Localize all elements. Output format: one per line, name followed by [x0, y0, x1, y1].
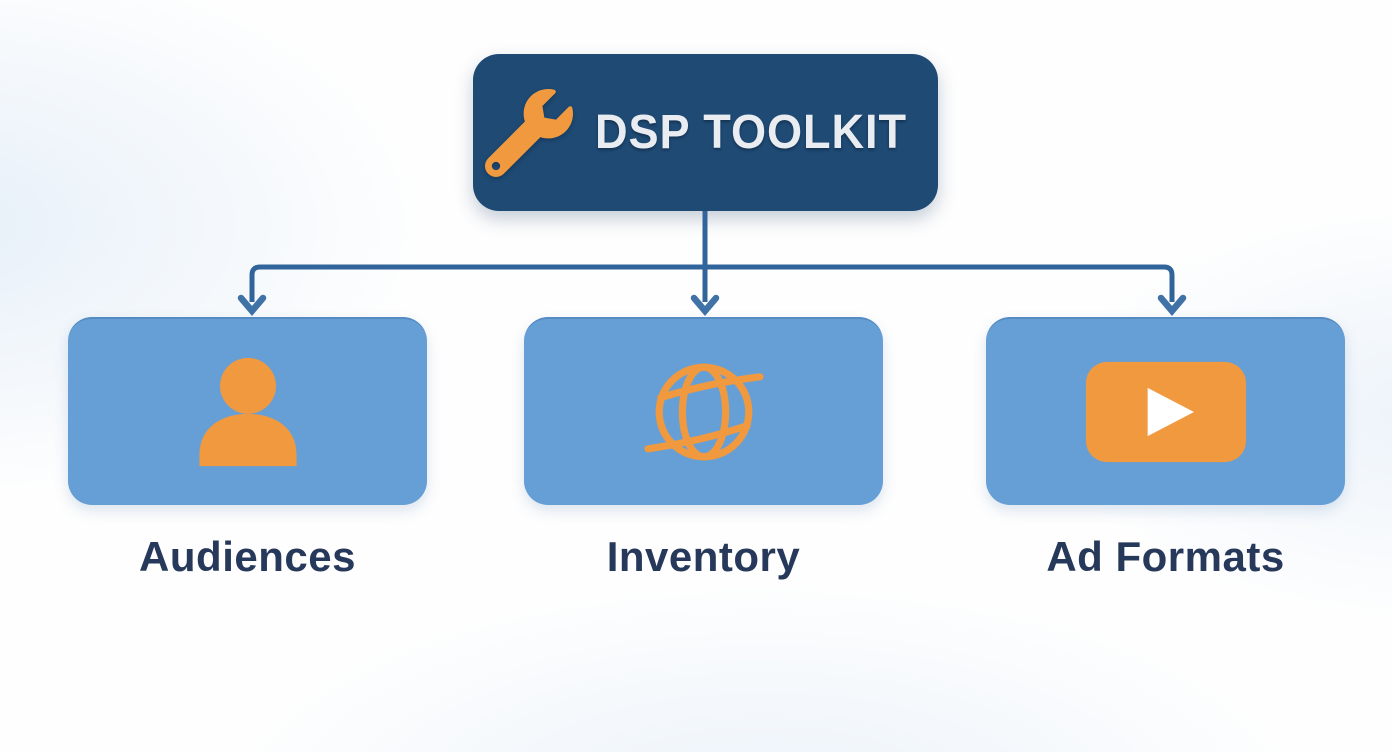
node-dsp-toolkit: DSP TOOLKIT [473, 54, 938, 211]
node-ad-formats [986, 317, 1345, 505]
wrench-icon [484, 88, 573, 177]
node-inventory-label: Inventory [606, 533, 801, 580]
person-icon [198, 357, 297, 467]
node-ad-formats-label: Ad Formats [1046, 533, 1285, 580]
node-audiences [68, 317, 427, 505]
play-video-icon [1085, 361, 1246, 463]
arrow-down-icon [237, 294, 267, 317]
globe-icon [643, 363, 764, 461]
root-node-label: DSP TOOLKIT [594, 106, 907, 159]
node-inventory [524, 317, 883, 505]
node-audiences-label: Audiences [139, 533, 356, 580]
arrow-down-icon [1157, 294, 1187, 317]
arrow-down-icon [690, 294, 720, 317]
